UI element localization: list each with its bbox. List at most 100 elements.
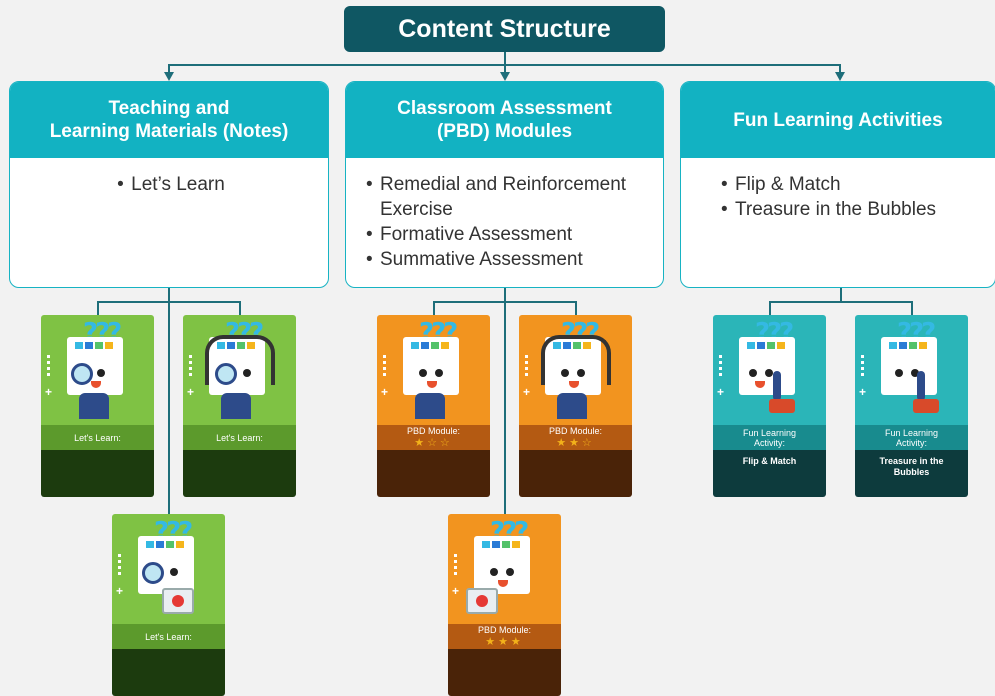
plus-icon: + xyxy=(452,584,460,598)
card-lets-learn[interactable]: ??? + Let's Learn: xyxy=(41,315,154,497)
card-lets-learn[interactable]: ??? + Let's Learn: xyxy=(112,514,225,696)
card-fun-activity[interactable]: ??? + Fun Learning Activity: Treasure in… xyxy=(855,315,968,497)
connector xyxy=(504,64,506,72)
list-item: Flip & Match xyxy=(721,172,979,197)
card-caption: Fun Learning Activity: xyxy=(713,425,826,450)
connector xyxy=(504,52,506,64)
connector xyxy=(575,301,577,316)
card-fun-activity[interactable]: ??? + Fun Learning Activity: Flip & Matc… xyxy=(713,315,826,497)
card-activity-name: Treasure in the Bubbles xyxy=(855,450,968,497)
column-body: Flip & Match Treasure in the Bubbles xyxy=(681,158,995,222)
connector xyxy=(840,288,842,301)
joystick-icon xyxy=(773,371,781,401)
mascot xyxy=(403,337,459,395)
magnifier-icon xyxy=(142,562,164,584)
mascot xyxy=(138,536,194,594)
connector xyxy=(433,301,435,316)
magnifier-icon xyxy=(215,363,237,385)
card-illustration: ??? + xyxy=(377,315,490,425)
dots-decoration xyxy=(118,554,121,576)
headphones-icon xyxy=(541,335,611,385)
video-play-icon xyxy=(466,588,498,614)
card-illustration: ??? + xyxy=(855,315,968,425)
card-lets-learn[interactable]: ??? + Let's Learn: xyxy=(183,315,296,497)
card-illustration: ??? + xyxy=(448,514,561,624)
root-node-title: Content Structure xyxy=(344,6,665,52)
card-illustration: ??? + xyxy=(519,315,632,425)
card-pbd-module[interactable]: ??? + PBD Module: ★★★ xyxy=(448,514,561,696)
card-caption-label: PBD Module: xyxy=(548,426,603,436)
video-play-icon xyxy=(162,588,194,614)
dots-decoration xyxy=(525,355,528,377)
list-item: Let’s Learn xyxy=(117,172,225,197)
plus-icon: + xyxy=(717,385,725,399)
card-caption: Let's Learn: xyxy=(41,425,154,450)
card-illustration: ??? + xyxy=(112,514,225,624)
card-caption-label: PBD Module: xyxy=(406,426,461,436)
magnifier-icon xyxy=(71,363,93,385)
column-body: Let’s Learn xyxy=(10,158,328,197)
dots-decoration xyxy=(861,355,864,377)
connector xyxy=(97,301,240,303)
column-heading: Teaching and Learning Materials (Notes) xyxy=(10,82,328,158)
card-activity-name: Flip & Match xyxy=(713,450,826,497)
plus-icon: + xyxy=(116,584,124,598)
connector xyxy=(769,301,771,316)
joystick-base xyxy=(769,399,795,413)
mascot xyxy=(474,536,530,594)
connector xyxy=(504,288,506,514)
card-caption: PBD Module: ★☆☆ xyxy=(377,425,490,450)
plus-icon: + xyxy=(523,385,531,399)
connector xyxy=(168,64,170,72)
mascot xyxy=(205,335,275,395)
plus-icon: + xyxy=(381,385,389,399)
card-caption: PBD Module: ★★☆ xyxy=(519,425,632,450)
list-item: Remedial and Reinforcement Exercise xyxy=(366,172,647,222)
list-item: Treasure in the Bubbles xyxy=(721,197,979,222)
arrow-down-icon xyxy=(164,72,174,81)
plus-icon: + xyxy=(187,385,195,399)
dots-decoration xyxy=(189,355,192,377)
star-rating: ★☆☆ xyxy=(414,437,453,449)
arrow-down-icon xyxy=(835,72,845,81)
mascot xyxy=(739,337,795,395)
star-rating: ★★★ xyxy=(485,636,524,648)
card-illustration: ??? + xyxy=(41,315,154,425)
dots-decoration xyxy=(719,355,722,377)
column-body: Remedial and Reinforcement Exercise Form… xyxy=(346,158,663,272)
card-caption: Fun Learning Activity: xyxy=(855,425,968,450)
column-teaching-materials: Teaching and Learning Materials (Notes) … xyxy=(9,81,329,288)
connector xyxy=(168,288,170,514)
connector xyxy=(97,301,99,316)
arrow-down-icon xyxy=(500,72,510,81)
connector xyxy=(239,301,241,316)
card-pbd-module[interactable]: ??? + PBD Module: ★☆☆ xyxy=(377,315,490,497)
card-caption: Let's Learn: xyxy=(183,425,296,450)
mascot xyxy=(541,335,611,395)
card-pbd-module[interactable]: ??? + PBD Module: ★★☆ xyxy=(519,315,632,497)
plus-icon: + xyxy=(45,385,53,399)
card-caption: PBD Module: ★★★ xyxy=(448,624,561,649)
column-heading: Classroom Assessment (PBD) Modules xyxy=(346,82,663,158)
star-rating: ★★☆ xyxy=(556,437,595,449)
list-item: Summative Assessment xyxy=(366,247,647,272)
dots-decoration xyxy=(383,355,386,377)
card-caption-label: PBD Module: xyxy=(477,625,532,635)
card-illustration: ??? + xyxy=(713,315,826,425)
column-heading: Fun Learning Activities xyxy=(681,82,995,158)
card-caption-label: Fun Learning Activity: xyxy=(884,427,939,448)
column-pbd-modules: Classroom Assessment (PBD) Modules Remed… xyxy=(345,81,664,288)
connector xyxy=(769,301,912,303)
dots-decoration xyxy=(47,355,50,377)
list-item: Formative Assessment xyxy=(366,222,647,247)
mascot xyxy=(881,337,937,395)
connector xyxy=(911,301,913,316)
connector xyxy=(433,301,576,303)
mascot xyxy=(67,337,123,395)
connector xyxy=(839,64,841,72)
joystick-base xyxy=(913,399,939,413)
joystick-icon xyxy=(917,371,925,401)
dots-decoration xyxy=(454,554,457,576)
column-fun-activities: Fun Learning Activities Flip & Match Tre… xyxy=(680,81,995,288)
plus-icon: + xyxy=(859,385,867,399)
